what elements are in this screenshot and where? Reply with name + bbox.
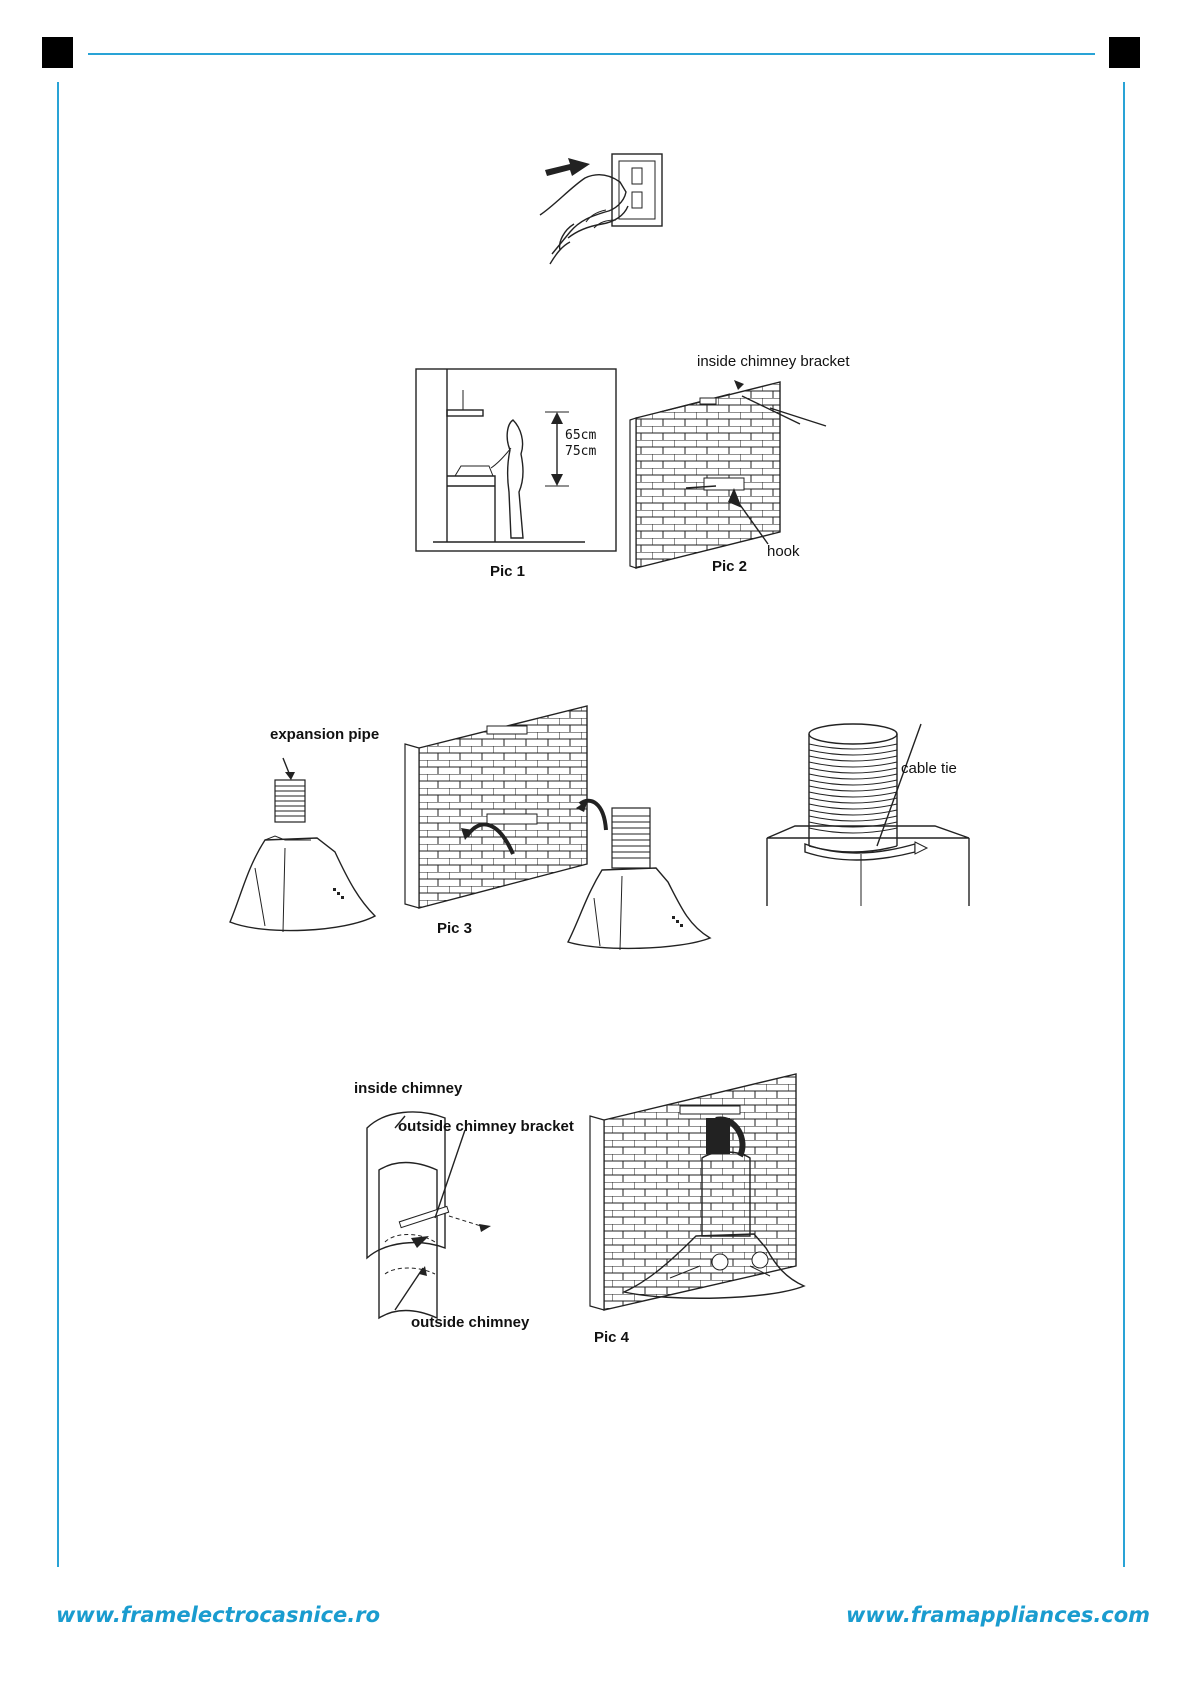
height-label-75cm: 75cm — [565, 444, 596, 459]
label-outside-chimney: outside chimney — [411, 1314, 529, 1331]
frame-right-line — [1123, 82, 1125, 1567]
pic3-hood-with-pipe — [560, 800, 720, 950]
pic2-wall-bracket-diagram — [630, 370, 830, 570]
frame-left-line — [57, 82, 59, 1567]
label-inside-chimney: inside chimney — [354, 1080, 462, 1097]
pic4-installed-hood-diagram — [590, 1070, 810, 1320]
cable-tie-diagram — [765, 722, 985, 908]
hood-with-expansion-pipe — [225, 740, 385, 940]
corner-marker-top-left — [42, 37, 73, 68]
frame-top-line — [88, 53, 1095, 55]
footer-url-right[interactable]: www.framappliances.com — [846, 1603, 1150, 1627]
label-outside-chimney-bracket: outside chimney bracket — [398, 1118, 574, 1135]
caption-pic1: Pic 1 — [490, 563, 525, 580]
corner-marker-top-right — [1109, 37, 1140, 68]
footer-url-left[interactable]: www.framelectrocasnice.ro — [56, 1603, 380, 1627]
label-inside-chimney-bracket: inside chimney bracket — [697, 353, 850, 370]
unplug-illustration — [530, 150, 670, 270]
label-cable-tie: cable tie — [901, 760, 957, 777]
pic1-height-diagram — [415, 368, 621, 554]
label-hook: hook — [767, 543, 800, 560]
label-expansion-pipe: expansion pipe — [270, 726, 379, 743]
caption-pic3: Pic 3 — [437, 920, 472, 937]
caption-pic2: Pic 2 — [712, 558, 747, 575]
height-label-65cm: 65cm — [565, 428, 596, 443]
caption-pic4: Pic 4 — [594, 1329, 629, 1346]
